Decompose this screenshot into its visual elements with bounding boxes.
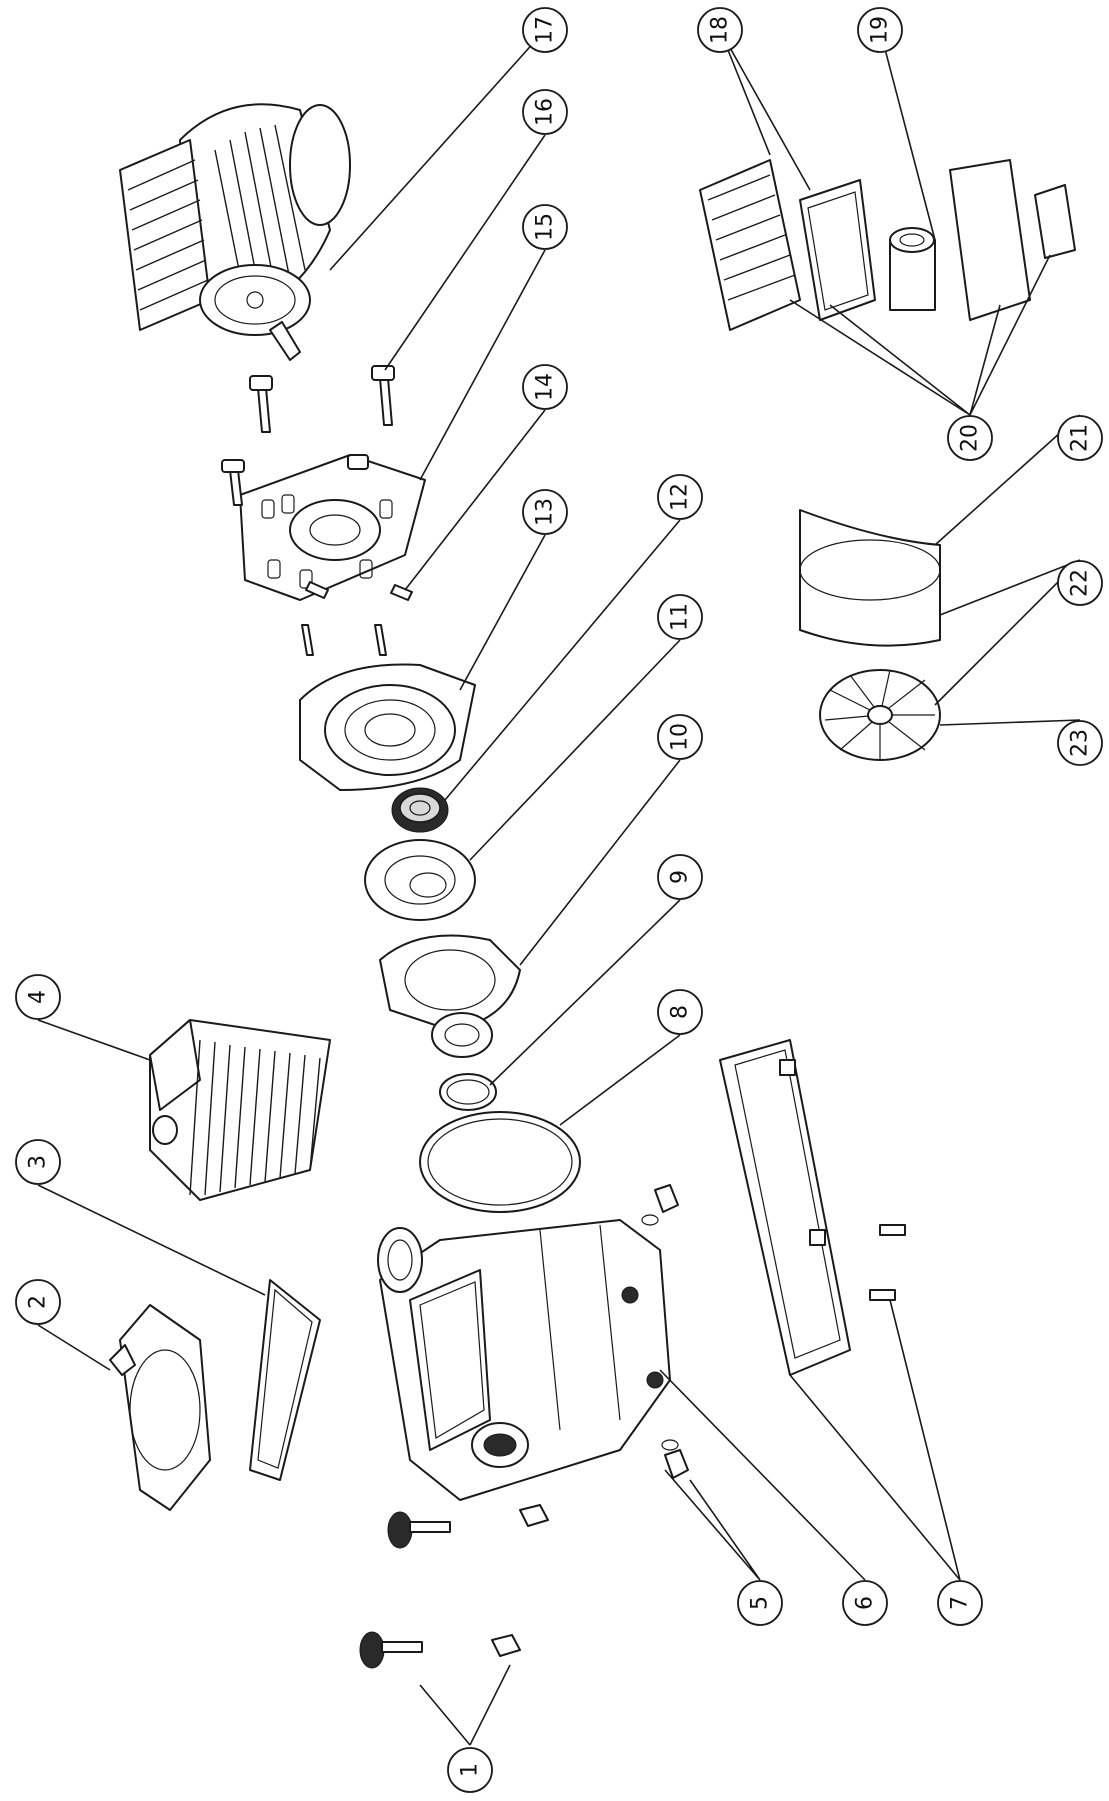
callout-11: 11 (657, 594, 703, 640)
part-12-seal (391, 787, 449, 833)
callout-2-label: 2 (26, 1295, 51, 1309)
callout-16: 16 (522, 89, 568, 135)
callout-3-label: 3 (26, 1155, 51, 1169)
callout-11-label: 11 (668, 603, 693, 631)
part-19-capacitor (889, 227, 936, 311)
part-4-strainer-basket (149, 1019, 331, 1201)
part-18-terminal-box (699, 159, 1076, 331)
callout-10-label: 10 (668, 723, 693, 751)
callout-5-label: 5 (748, 1596, 773, 1610)
part-2-lid (109, 1304, 211, 1511)
part-14-screws (301, 581, 413, 656)
callout-22: 22 (1057, 560, 1103, 606)
callout-12: 12 (657, 474, 703, 520)
part-6-pump-body (377, 1219, 671, 1501)
callout-7: 7 (937, 1580, 983, 1626)
callout-1: 1 (447, 1747, 493, 1793)
callout-8: 8 (657, 989, 703, 1035)
part-8-large-o-ring (419, 1111, 581, 1213)
callout-2: 2 (15, 1279, 61, 1325)
part-15-bracket (221, 454, 426, 601)
callout-21: 21 (1057, 415, 1103, 461)
callout-13-label: 13 (533, 498, 558, 526)
callout-17-label: 17 (533, 16, 558, 44)
part-7-base (719, 1039, 906, 1376)
callout-6: 6 (842, 1580, 888, 1626)
part-13-flange (299, 663, 476, 791)
callout-23-label: 23 (1068, 729, 1093, 757)
callout-9-label: 9 (668, 870, 693, 884)
callout-19-label: 19 (868, 16, 893, 44)
callout-19: 19 (857, 7, 903, 53)
part-9-o-ring (439, 1073, 497, 1111)
callout-10: 10 (657, 714, 703, 760)
callout-4: 4 (15, 974, 61, 1020)
callout-6-label: 6 (853, 1596, 878, 1610)
callout-22-label: 22 (1068, 569, 1093, 597)
part-21-fan-cover (799, 509, 941, 647)
callout-18: 18 (697, 7, 743, 53)
callout-16-label: 16 (533, 98, 558, 126)
callout-5: 5 (737, 1580, 783, 1626)
part-17-motor (119, 103, 351, 361)
part-10-diffuser (379, 934, 521, 1058)
callout-17: 17 (522, 7, 568, 53)
callout-20: 20 (947, 415, 993, 461)
part-23-fan (819, 669, 941, 761)
callout-15: 15 (522, 204, 568, 250)
part-5-drain-plugs (641, 1184, 689, 1479)
callout-14: 14 (522, 364, 568, 410)
callout-7-label: 7 (948, 1596, 973, 1610)
part-16-bolts (249, 365, 395, 433)
callout-1-label: 1 (458, 1763, 483, 1777)
callout-20-label: 20 (958, 424, 983, 452)
callout-8-label: 8 (668, 1005, 693, 1019)
callout-14-label: 14 (533, 373, 558, 401)
callout-23: 23 (1057, 720, 1103, 766)
part-11-impeller (364, 839, 476, 921)
callout-18-label: 18 (708, 16, 733, 44)
callout-3: 3 (15, 1139, 61, 1185)
part-1-knobs (359, 1504, 549, 1669)
callout-9: 9 (657, 854, 703, 900)
callout-4-label: 4 (26, 990, 51, 1004)
callout-12-label: 12 (668, 483, 693, 511)
callout-21-label: 21 (1068, 424, 1093, 452)
leader-lines (37, 29, 1081, 1746)
part-3-lid-gasket (249, 1279, 321, 1481)
callout-13: 13 (522, 489, 568, 535)
callout-15-label: 15 (533, 213, 558, 241)
